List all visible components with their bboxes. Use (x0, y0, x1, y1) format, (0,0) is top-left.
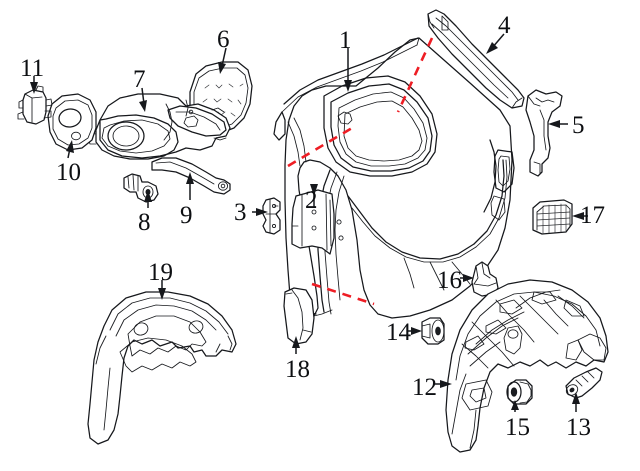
part-quarter-panel-reinforcement[interactable] (291, 189, 335, 255)
part-fuel-filler-housing[interactable] (87, 93, 231, 160)
callout-label-5[interactable]: 5 (572, 112, 585, 139)
part-rear-wheelhouse-liner[interactable] (445, 279, 609, 453)
part-retainer-clip[interactable] (17, 85, 53, 125)
callout-label-4[interactable]: 4 (498, 12, 511, 39)
callout-label-2[interactable]: 2 (305, 187, 318, 214)
part-lower-filler-piece[interactable] (283, 287, 315, 345)
part-hex-nut[interactable] (506, 379, 533, 405)
callout-label-6[interactable]: 6 (217, 26, 230, 53)
part-pressure-relief-vent[interactable] (532, 199, 573, 235)
part-front-wheelhouse-liner[interactable] (87, 291, 237, 445)
callout-label-7[interactable]: 7 (133, 66, 146, 93)
part-fuel-door-seal-gasket[interactable] (47, 93, 97, 151)
callout-label-19[interactable]: 19 (148, 259, 173, 286)
callout-label-12[interactable]: 12 (412, 374, 437, 401)
part-liner-screw[interactable] (564, 367, 603, 399)
callout-label-15[interactable]: 15 (505, 414, 530, 441)
callout-label-18[interactable]: 18 (285, 356, 310, 383)
part-quarter-panel-outer[interactable] (273, 37, 515, 321)
part-push-pin-retainer[interactable] (421, 317, 445, 345)
part-body-plug[interactable] (471, 261, 499, 297)
part-roof-rail-molding[interactable] (427, 9, 525, 109)
section-cut-lines (287, 37, 434, 306)
callout-label-14[interactable]: 14 (386, 319, 411, 346)
callout-leaders (30, 33, 588, 412)
part-pillar-brace[interactable] (525, 89, 563, 177)
part-housing-screw[interactable] (123, 173, 159, 203)
part-hinge-bracket[interactable] (262, 197, 281, 235)
callout-label-9[interactable]: 9 (180, 202, 193, 229)
callout-label-13[interactable]: 13 (566, 414, 591, 441)
callout-label-8[interactable]: 8 (138, 209, 151, 236)
callout-label-16[interactable]: 16 (437, 267, 462, 294)
callout-label-17[interactable]: 17 (580, 202, 605, 229)
callout-label-11[interactable]: 11 (20, 55, 45, 82)
callout-label-3[interactable]: 3 (234, 199, 247, 226)
callout-label-10[interactable]: 10 (56, 159, 81, 186)
callout-label-1[interactable]: 1 (339, 27, 352, 54)
